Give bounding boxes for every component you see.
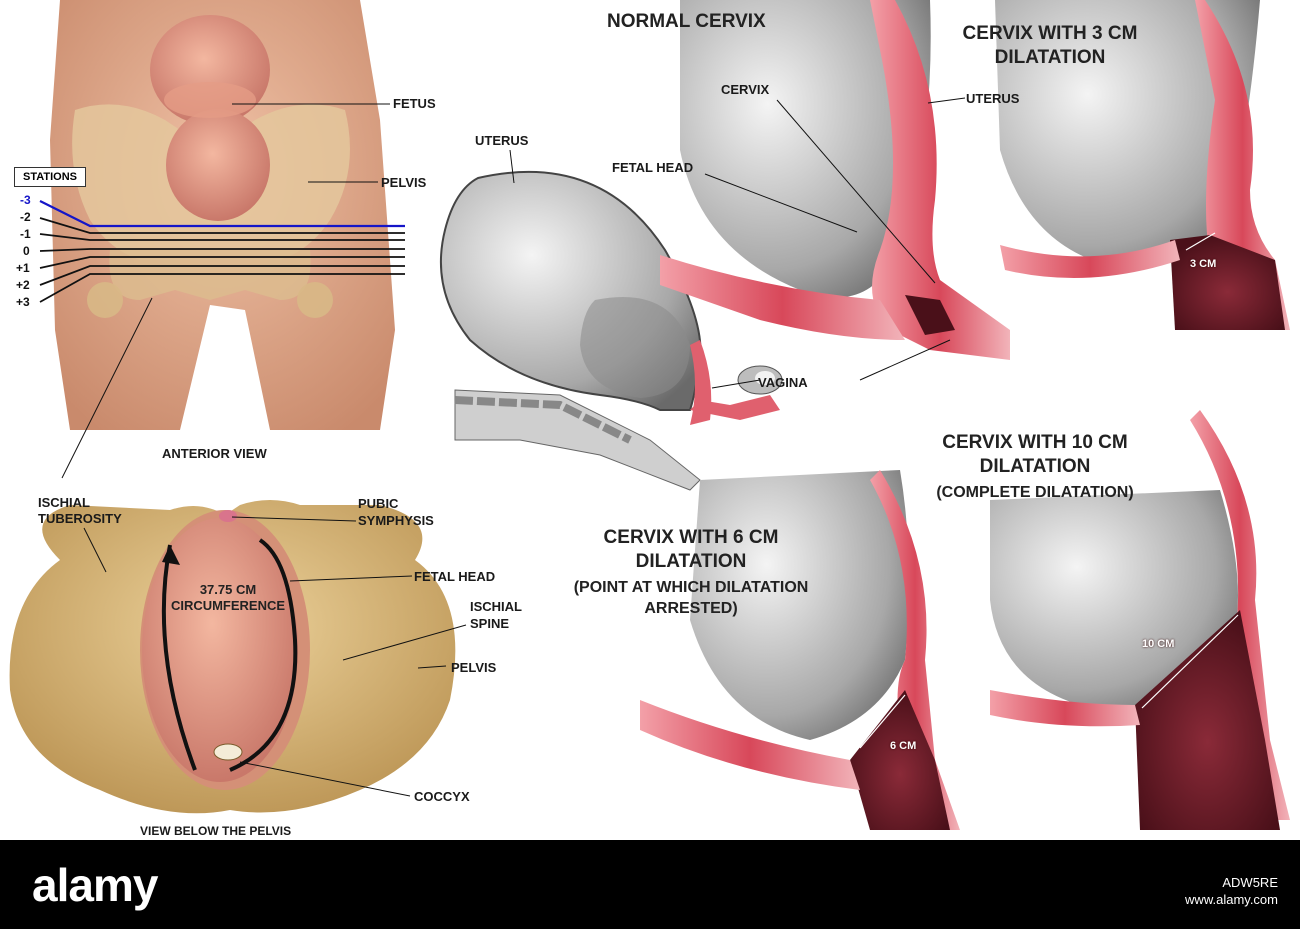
label-fetal-head-below: FETAL HEAD: [414, 569, 496, 584]
sagittal-figure: [439, 171, 783, 491]
title-3cm-line2: DILATATION: [994, 47, 1106, 68]
title-10cm-line1: CERVIX WITH 10 CM: [942, 432, 1128, 453]
station-plus-2: +2: [16, 278, 30, 292]
station-plus-3: +3: [16, 295, 30, 309]
footer-image-id: ADW5RE: [1222, 875, 1278, 890]
label-vagina: VAGINA: [758, 375, 808, 390]
label-pubic-symphysis-2: SYMPHYSIS: [358, 513, 434, 528]
title-3cm-line1: CERVIX WITH 3 CM: [962, 23, 1138, 44]
title-10cm-line2: DILATATION: [979, 456, 1091, 477]
title-6cm-line1: CERVIX WITH 6 CM: [603, 527, 779, 548]
title-6cm-line3: (POINT AT WHICH DILATATION: [573, 579, 809, 596]
label-pubic-symphysis-1: PUBIC: [358, 496, 399, 511]
footer-bar: [0, 840, 1300, 929]
label-uterus-normal: UTERUS: [966, 91, 1020, 106]
title-6cm-line4: ARRESTED): [644, 600, 738, 617]
label-coccyx: COCCYX: [414, 789, 470, 804]
measure-10cm: 10 CM: [1142, 638, 1175, 650]
footer-ids: ADW5RE www.alamy.com: [1185, 874, 1278, 908]
station-lines: [39, 200, 405, 303]
stations-title: STATIONS: [14, 167, 86, 187]
measure-6cm: 6 CM: [890, 740, 917, 752]
station-minus-1: -1: [20, 227, 31, 241]
label-ischial-tuberosity-2: TUBEROSITY: [38, 511, 122, 526]
station-minus-3: -3: [20, 193, 31, 207]
dilatation-10cm-figure: [990, 410, 1290, 830]
label-ischial-spine-2: SPINE: [470, 616, 510, 631]
circumference-value: 37.75 CM: [199, 582, 257, 597]
dilatation-3cm-figure: [995, 0, 1290, 330]
label-ischial-tuberosity-1: ISCHIAL: [38, 495, 90, 510]
label-fetus: FETUS: [393, 96, 436, 111]
label-pelvis-below: PELVIS: [451, 660, 497, 675]
caption-anterior-view: ANTERIOR VIEW: [162, 446, 267, 461]
label-pelvis-anterior: PELVIS: [381, 175, 427, 190]
alamy-logo: alamy: [32, 859, 158, 911]
measure-3cm: 3 CM: [1190, 258, 1217, 270]
caption-view-below-pelvis: VIEW BELOW THE PELVIS: [140, 824, 292, 838]
station-minus-2: -2: [20, 210, 31, 224]
circumference-label: CIRCUMFERENCE: [170, 598, 286, 613]
normal-cervix-figure: [660, 0, 1010, 360]
label-cervix: CERVIX: [721, 82, 770, 97]
pelvis-below-figure: [9, 500, 456, 814]
label-ischial-spine-1: ISCHIAL: [470, 599, 522, 614]
anterior-view-figure: [50, 0, 395, 430]
title-6cm-line2: DILATATION: [635, 551, 747, 572]
title-normal-cervix: NORMAL CERVIX: [607, 11, 766, 32]
title-10cm-line3: (COMPLETE DILATATION): [936, 484, 1134, 501]
dilatation-6cm-figure: [640, 470, 960, 830]
footer-url: www.alamy.com: [1185, 892, 1278, 907]
label-uterus-sagittal: UTERUS: [475, 133, 529, 148]
label-fetal-head-normal: FETAL HEAD: [612, 160, 694, 175]
station-plus-1: +1: [16, 261, 30, 275]
station-0: 0: [23, 244, 30, 258]
